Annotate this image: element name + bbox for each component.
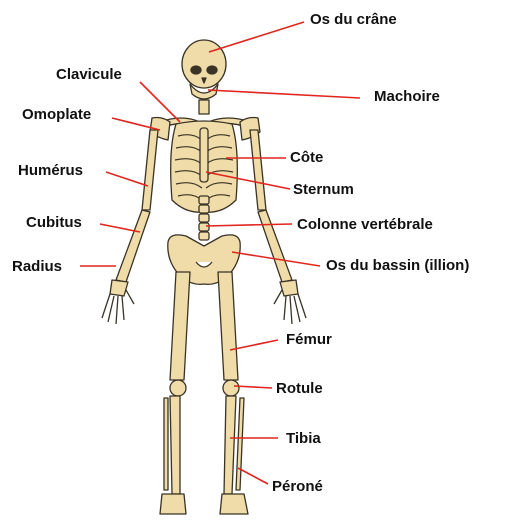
leader-humerus: [106, 172, 148, 186]
leader-fibula: [238, 468, 268, 484]
fibula-right: [236, 398, 244, 490]
ulna-radius-left: [116, 210, 150, 282]
leader-jaw: [208, 90, 360, 98]
sternum: [200, 128, 208, 182]
label-clavicle: Clavicule: [56, 66, 122, 84]
label-rib: Côte: [290, 149, 323, 167]
foot-left: [160, 494, 186, 514]
label-femur: Fémur: [286, 331, 332, 349]
femur-left: [170, 272, 190, 380]
label-spine: Colonne vertébrale: [297, 216, 433, 234]
label-jaw: Machoire: [374, 88, 440, 106]
leader-spine: [206, 224, 292, 226]
patella-left: [170, 380, 186, 396]
humerus-left: [142, 130, 158, 210]
leader-patella: [234, 386, 272, 388]
skull: [182, 40, 226, 88]
tibia-left: [170, 396, 180, 494]
label-sternum: Sternum: [293, 181, 354, 199]
foot-right: [220, 494, 248, 514]
label-tibia: Tibia: [286, 430, 321, 448]
leader-clavicle: [140, 82, 180, 122]
hand-left: [102, 280, 134, 324]
spine: [199, 196, 209, 240]
label-ulna: Cubitus: [26, 214, 82, 232]
femur-right: [218, 272, 238, 380]
label-radius: Radius: [12, 258, 62, 276]
label-fibula: Péroné: [272, 478, 323, 496]
label-scapula: Omoplate: [22, 106, 91, 124]
label-humerus: Humérus: [18, 162, 83, 180]
tibia-right: [224, 396, 236, 494]
label-patella: Rotule: [276, 380, 323, 398]
label-skull: Os du crâne: [310, 11, 397, 29]
patella-right: [223, 380, 239, 396]
leader-femur: [230, 340, 278, 350]
leader-ulna: [100, 224, 140, 232]
hand-right: [274, 280, 306, 324]
leader-skull: [209, 22, 304, 52]
label-pelvis: Os du bassin (illion): [326, 257, 469, 275]
